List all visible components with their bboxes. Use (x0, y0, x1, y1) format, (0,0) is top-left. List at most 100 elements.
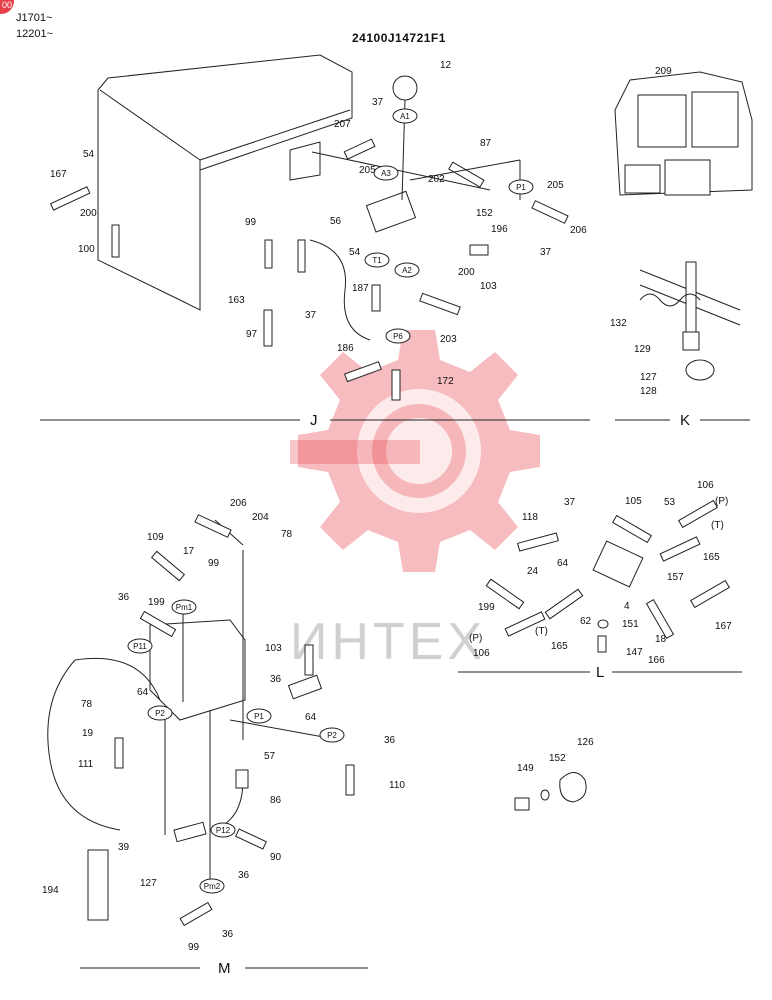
document-number: 24100J14721F1 (352, 31, 446, 45)
part-callout: 200 (80, 208, 97, 219)
part-callout: (T) (535, 626, 548, 637)
port-marker-label: Pm1 (176, 603, 193, 612)
part-callout: 204 (252, 512, 269, 523)
section-letter: M (218, 960, 231, 977)
part-callout: 64 (557, 558, 569, 569)
port-marker-label: A2 (402, 266, 412, 275)
port-marker-label: A1 (400, 112, 410, 121)
serial-range-1: J1701~ (16, 12, 53, 24)
part-callout: 105 (625, 496, 642, 507)
part-callout: 56 (330, 216, 342, 227)
part-callout: 207 (334, 119, 351, 130)
part-callout: 100 (78, 244, 95, 255)
part-callout: 194 (42, 885, 59, 896)
port-marker-label: P1 (254, 712, 264, 721)
part-callout: 152 (549, 753, 566, 764)
port-marker-oval (394, 262, 420, 278)
port-marker-oval (319, 727, 345, 743)
port-marker-oval (246, 708, 272, 724)
part-callouts: 1237207872052025416720010056152196205206… (42, 60, 732, 953)
part-callout: 202 (428, 174, 445, 185)
part-callout: 200 (458, 267, 475, 278)
part-callout: 103 (265, 643, 282, 654)
part-callout: 36 (270, 674, 282, 685)
serial-range-2: 12201~ (16, 28, 54, 40)
part-callout: 109 (147, 532, 164, 543)
part-callout: 78 (81, 699, 93, 710)
part-callout: 103 (480, 281, 497, 292)
part-callout: (T) (711, 520, 724, 531)
part-callout: 129 (634, 344, 651, 355)
part-callout: 36 (384, 735, 396, 746)
part-callout: 157 (667, 572, 684, 583)
part-callout: (P) (469, 633, 482, 644)
part-callout: 19 (82, 728, 94, 739)
part-callout: 149 (517, 763, 534, 774)
section-k-drawing (614, 71, 753, 421)
part-callout: 36 (222, 929, 234, 940)
part-callout: 209 (655, 66, 672, 77)
port-marker-label: P12 (216, 826, 231, 835)
port-marker-oval (508, 179, 534, 195)
port-marker-label: P2 (155, 709, 165, 718)
part-callout: 111 (78, 759, 94, 770)
part-callout: 37 (540, 247, 552, 258)
part-callout: 36 (238, 870, 250, 881)
part-callout: 36 (118, 592, 130, 603)
part-callout: 17 (183, 546, 195, 557)
port-marker-oval (210, 822, 236, 838)
port-marker-label: A3 (381, 169, 391, 178)
part-callout: 106 (697, 480, 714, 491)
section-letters: J K L M (218, 412, 690, 977)
part-callout: 54 (83, 149, 95, 160)
part-callout: 206 (570, 225, 587, 236)
part-callout: 203 (440, 334, 457, 345)
part-callout: 37 (305, 310, 317, 321)
part-callout: 106 (473, 648, 490, 659)
part-callout: 152 (476, 208, 493, 219)
part-callout: 187 (352, 283, 369, 294)
part-callout: 39 (118, 842, 130, 853)
part-callout: 4 (624, 601, 630, 612)
port-marker-oval (147, 705, 173, 721)
port-marker-oval (171, 599, 197, 615)
section-j-drawing (40, 54, 590, 421)
part-callout: 54 (349, 247, 361, 258)
part-callout: 186 (337, 343, 354, 354)
port-marker-oval (127, 638, 153, 654)
port-marker-oval (364, 252, 390, 268)
part-callout: 12 (440, 60, 452, 71)
port-marker-oval (199, 878, 225, 894)
section-letter: J (310, 412, 318, 429)
part-callout: 110 (389, 780, 405, 791)
part-callout: 53 (664, 497, 676, 508)
part-callout: 37 (564, 497, 576, 508)
corner-badge: 00 (0, 0, 14, 14)
port-marker-label: P6 (393, 332, 403, 341)
part-callout: 205 (359, 165, 376, 176)
part-callout: 64 (137, 687, 149, 698)
part-callout: 127 (140, 878, 157, 889)
part-callout: 62 (580, 616, 592, 627)
part-callout: 199 (148, 597, 165, 608)
part-callout: 165 (703, 552, 720, 563)
port-marker-label: P11 (133, 642, 147, 651)
part-callout: 99 (208, 558, 220, 569)
part-callout: 165 (551, 641, 568, 652)
part-callout: 99 (188, 942, 200, 953)
part-callout: 127 (640, 372, 657, 383)
part-callout: 37 (372, 97, 384, 108)
part-callout: 196 (491, 224, 508, 235)
section-letter: L (596, 664, 604, 681)
clamp-assembly-drawing (514, 772, 587, 811)
part-callout: 99 (245, 217, 257, 228)
section-m-drawing (47, 514, 368, 969)
part-callout: 199 (478, 602, 495, 613)
part-callout: 147 (626, 647, 643, 658)
section-letter: K (680, 412, 690, 429)
watermark-text: ИНТЕХ (290, 613, 487, 671)
